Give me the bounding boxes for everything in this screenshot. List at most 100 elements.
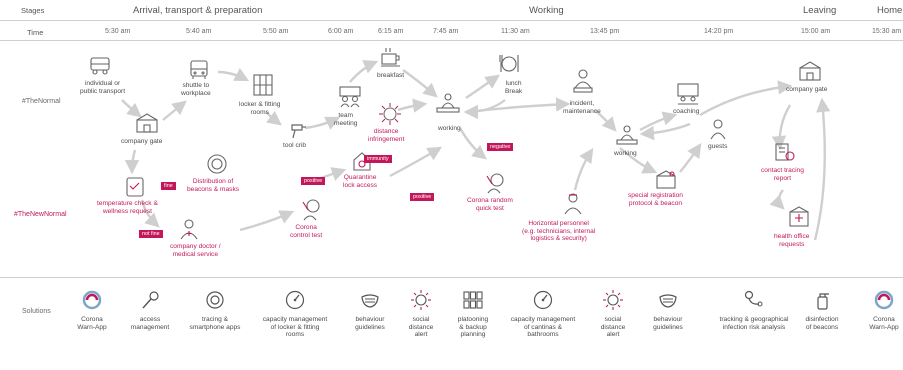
solution-item: tracing & smartphone apps — [170, 289, 260, 331]
solution-label: capacity management of cantinas & bathro… — [510, 316, 576, 339]
tracking-icon — [744, 290, 763, 307]
solution-label: capacity management of locker & fitting … — [262, 316, 328, 339]
node-lunch: lunch Break — [505, 80, 523, 95]
solution-label: social distance alert — [600, 316, 626, 339]
corona-warn-app-icon — [82, 290, 102, 310]
temperature-icon — [126, 177, 144, 197]
platooning-icon — [463, 291, 483, 309]
badge-not-fine: not fine — [139, 230, 163, 238]
quarantine-icon — [353, 152, 371, 171]
access-key-icon — [142, 291, 159, 309]
contact-tracing-icon — [775, 143, 795, 161]
guests-icon — [710, 119, 726, 140]
car-icon — [90, 57, 110, 75]
solution-label: platooning & backup planning — [457, 316, 489, 339]
solution-item: platooning & backup planning — [428, 289, 518, 339]
stage-arrival: Arrival, transport & preparation — [133, 5, 263, 16]
time-550: 5:50 am — [263, 28, 289, 35]
health-office-icon — [789, 206, 809, 227]
lunch-icon — [499, 55, 519, 72]
personnel-icon — [564, 193, 582, 215]
node-team: team meeting — [334, 112, 358, 127]
solution-item: Corona Warn-App — [839, 289, 903, 331]
corona-warn-app-icon — [874, 290, 894, 310]
solution-item: behaviour guidelines — [325, 289, 415, 331]
time-540: 5:40 am — [186, 28, 212, 35]
tool-crib-icon — [291, 124, 306, 139]
disinfection-spray-icon — [817, 293, 829, 310]
node-gate-in: company gate — [121, 138, 163, 145]
time-745: 7:45 am — [433, 28, 459, 35]
node-temperature: temperature check & wellness request — [97, 200, 158, 215]
time-1500: 15:00 am — [801, 28, 831, 35]
badge-negative: negative — [487, 143, 514, 151]
solution-label: behaviour guidelines — [355, 316, 385, 331]
badge-fine: fine — [161, 182, 176, 190]
solution-item: social distance alert — [376, 289, 466, 339]
time-530: 5:30 am — [105, 28, 131, 35]
locker-icon — [253, 74, 273, 96]
time-1420: 14:20 pm — [704, 28, 734, 35]
solution-item: disinfection of beacons — [777, 289, 867, 331]
stage-home: Home — [877, 5, 903, 16]
solution-label: tracking & geographical infection risk a… — [719, 316, 789, 331]
row-label-solutions: Solutions — [22, 308, 51, 315]
working2-icon — [616, 125, 638, 145]
node-coaching: coaching — [673, 108, 700, 115]
time-1130: 11:30 am — [501, 28, 530, 35]
bus-icon — [190, 60, 208, 79]
stages-label: Stages — [21, 6, 45, 15]
random-test-icon — [486, 173, 504, 194]
node-corona-test: Corona control test — [290, 224, 323, 239]
stage-working: Working — [529, 5, 564, 16]
breakfast-icon — [381, 48, 400, 67]
node-transport: individual or public transport — [80, 80, 126, 95]
solution-label: Corona Warn-App — [869, 316, 899, 331]
coaching-icon — [677, 83, 699, 105]
capacity-gauge-icon — [533, 290, 553, 310]
beacon-icon — [207, 154, 227, 174]
team-icon — [339, 86, 361, 108]
tracing-beacon-icon — [206, 291, 224, 309]
solution-label: tracing & smartphone apps — [189, 316, 241, 331]
row-label-newnormal: #TheNewNormal — [14, 211, 67, 218]
solution-label: behaviour guidelines — [653, 316, 683, 331]
node-quarantine: Quarantine lock access — [343, 174, 378, 189]
doctor-icon — [180, 219, 198, 240]
solution-item: capacity management of cantinas & bathro… — [498, 289, 588, 339]
node-health: health office requests — [774, 233, 810, 248]
solution-item: behaviour guidelines — [623, 289, 713, 331]
node-personnel: Horizontal personnel (e.g. technicians, … — [522, 220, 596, 243]
test-icon — [302, 199, 320, 221]
solution-label: Corona Warn-App — [77, 316, 107, 331]
node-guests: guests — [708, 143, 728, 150]
badge-immunity: immunity — [364, 155, 392, 163]
solution-item: Corona Warn-App — [47, 289, 137, 331]
solution-item: capacity management of locker & fitting … — [250, 289, 340, 339]
gate-out-icon — [799, 61, 821, 81]
registration-icon — [656, 170, 676, 189]
row-label-normal: #TheNormal — [22, 98, 61, 105]
stage-leaving: Leaving — [803, 5, 837, 16]
distance-alert-icon — [411, 290, 431, 310]
mask-icon — [361, 294, 379, 308]
capacity-gauge-icon — [285, 290, 305, 310]
solution-label: social distance alert — [408, 316, 434, 339]
node-working2: working — [614, 150, 637, 157]
solution-item: access management — [105, 289, 195, 331]
node-shuttle: shuttle to workplace — [181, 82, 211, 97]
node-working1: working — [438, 125, 461, 132]
node-random-test: Corona random quick test — [467, 197, 513, 212]
node-distance: distance infringement — [368, 128, 405, 143]
solution-item: social distance alert — [568, 289, 658, 339]
time-label: Time — [27, 28, 44, 37]
node-toolcrib: tool crib — [283, 142, 307, 149]
solution-label: disinfection of beacons — [805, 316, 839, 331]
node-registration: special registration protocol & beacon — [628, 192, 683, 207]
badge-positive-2: positive — [410, 193, 435, 201]
time-1345: 13:45 pm — [590, 28, 620, 35]
node-contact: contact tracing report — [761, 167, 804, 182]
time-1530: 15:30 am — [872, 28, 902, 35]
distance-alert-icon — [379, 103, 401, 125]
